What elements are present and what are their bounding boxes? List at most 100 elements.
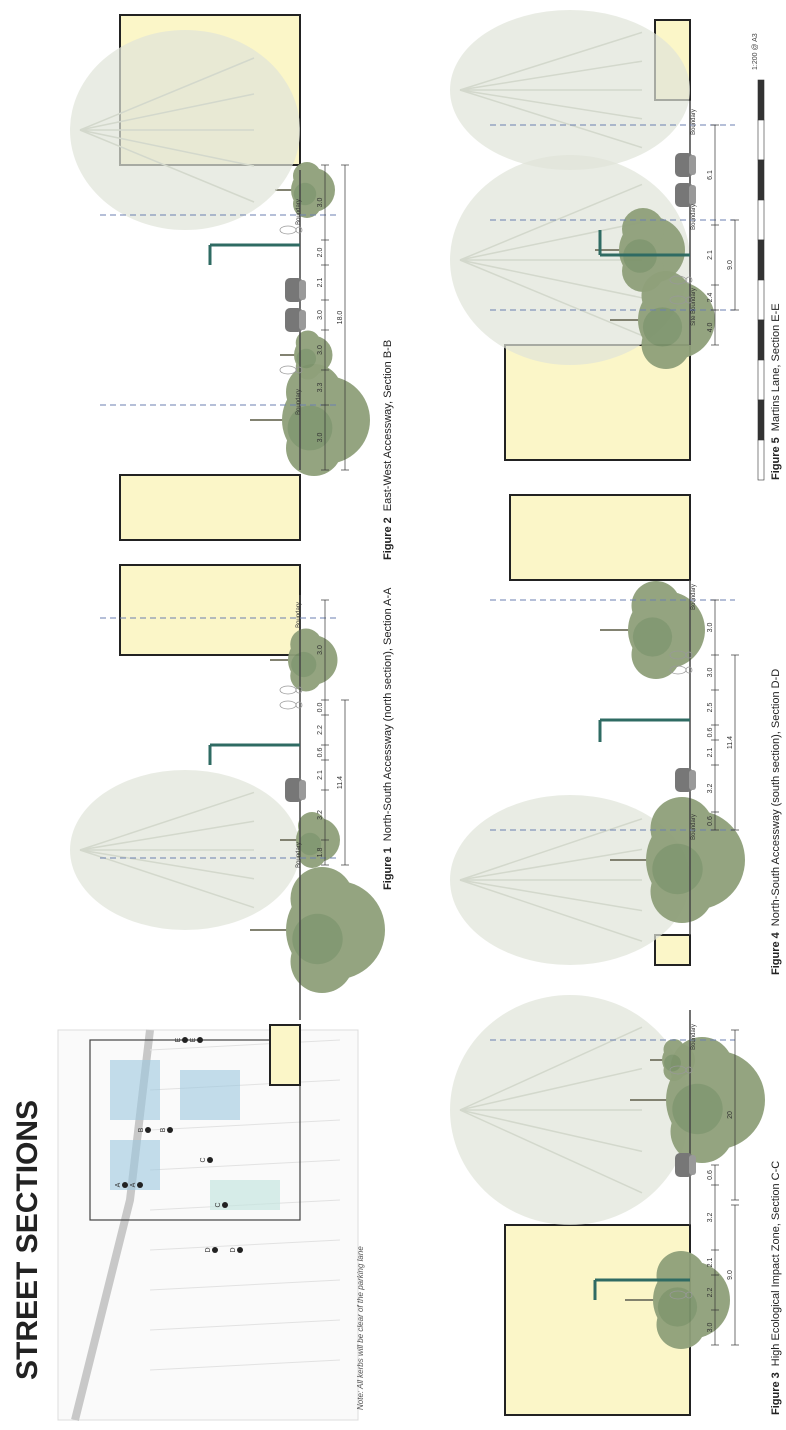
figure-2-tree-2-canopy-shade	[296, 348, 317, 369]
figure-2-dims-label-1: 3.3	[317, 383, 324, 393]
scale-bar-segment-9	[757, 439, 765, 481]
figure-1-caption: Figure 1North-South Accessway (north sec…	[382, 587, 394, 890]
key-plan	[57, 1029, 359, 1421]
figure-5-car-1-body	[675, 183, 693, 207]
figure-3-dims	[711, 1164, 719, 1346]
figure-1-building-left	[269, 1024, 301, 1086]
figure-4-dims-label-1: 3.2	[707, 784, 714, 794]
figure-4-total-label-0: 11.4	[727, 736, 734, 749]
kerb-note: Note: All kerbs will be clear of the par…	[356, 1246, 365, 1410]
figure-1-dims-label-5: 0.0	[317, 703, 324, 713]
figure-2-total-label-0: 18.0	[337, 311, 344, 325]
figure-1-tree-1	[250, 867, 385, 993]
figure-4-dims	[711, 599, 719, 831]
figure-4	[450, 494, 745, 966]
figure-3-dims-label-4: 0.6	[707, 1170, 714, 1180]
figure-1-total-label-0: 11.4	[337, 776, 344, 789]
figure-5-ghost-tree-2-branch-3	[459, 89, 643, 120]
figure-4-total	[731, 654, 739, 831]
figure-1-person-2	[279, 685, 303, 695]
figure-3-person-2	[669, 1290, 693, 1300]
figure-1-person-2-head	[295, 686, 303, 694]
key-plan-label-7: D	[230, 1247, 237, 1252]
figure-1	[70, 564, 385, 1086]
figure-2-title: East-West Accessway, Section B-B	[382, 339, 394, 512]
figure-3-tree-2-canopy-shade	[664, 1054, 681, 1072]
figure-5-ghost-tree-2	[450, 10, 690, 170]
figure-4-dims-label-2: 2.1	[707, 748, 714, 758]
key-plan-marker-6	[212, 1247, 218, 1253]
figure-4-ghost-tree-branch-4	[459, 879, 643, 942]
figure-3-dims-label-0: 3.0	[707, 1323, 714, 1333]
figure-1-tree-3-canopy-shade	[291, 651, 317, 678]
figure-3-title: High Ecological Impact Zone, Section C-C	[770, 1160, 782, 1367]
figure-2-ghost-tree	[70, 30, 300, 230]
key-plan-parcel-line-0	[149, 1039, 341, 1051]
figure-1-tree-2	[280, 812, 340, 868]
figure-5-car-1	[675, 183, 696, 207]
figure-5-tree-1-canopy-shade	[642, 307, 683, 347]
figure-5-car-2-roof	[689, 155, 696, 175]
figure-2-tree-2	[280, 330, 333, 380]
figure-5-person-2-head	[685, 276, 693, 284]
figure-5-ghost-tree-2-branch-1	[459, 60, 643, 91]
figure-3-total-right-label-0: 20	[727, 1111, 734, 1119]
scale-bar-segment-6	[757, 319, 765, 361]
figure-2-car-2-body	[285, 278, 303, 302]
figure-5-total-label-0: 9.0	[727, 260, 734, 270]
figure-4-building-left	[654, 934, 691, 966]
figure-4-car-roof	[689, 770, 696, 790]
figure-4-dims-label-0: 0.6	[707, 816, 714, 826]
scale-bar-segment-4	[757, 239, 765, 281]
figure-1-tree-1-canopy-shade	[292, 913, 343, 965]
figure-1-person-1-body	[279, 700, 297, 710]
key-plan-parcel-line-8	[149, 1359, 341, 1371]
figure-1-title: North-South Accessway (north section), S…	[382, 587, 394, 842]
figure-2-ghost-tree-branch-0	[79, 57, 255, 131]
key-plan-marker-8	[182, 1037, 188, 1043]
key-plan-parcel-line-5	[149, 1239, 341, 1251]
key-plan-parcel-line-2	[149, 1119, 341, 1131]
figure-3-ghost-tree	[450, 995, 690, 1225]
figure-4-tree-1	[610, 797, 745, 923]
figure-1-ghost-tree-branch-3	[79, 849, 255, 880]
figure-5-person-1	[669, 295, 693, 305]
scale-label: 1:200 @ A3	[752, 33, 759, 70]
figure-5-person-1-head	[685, 296, 693, 304]
figure-5-ghost-tree-1-branch-4	[459, 259, 643, 337]
figure-3-car	[675, 1153, 696, 1177]
figure-4-dims-label-3: 0.6	[707, 728, 714, 738]
key-plan-label-6: D	[205, 1247, 212, 1252]
figure-4-tree-1-canopy-lobe-1	[650, 797, 714, 860]
figure-2-car-1-body	[285, 308, 303, 332]
figure-3-ghost-tree-branch-4	[459, 1109, 643, 1194]
figure-2-tree-1-canopy-shade	[287, 405, 333, 451]
figure-2-person-1-head	[295, 366, 303, 374]
figure-2-dims-label-5: 2.0	[317, 248, 324, 258]
figure-3-tree-2-canopy-lobe-1	[663, 1039, 685, 1060]
figure-5-ghost-tree-2-branch-0	[459, 31, 643, 91]
figure-1-boundary-1-label: Boundary	[296, 842, 302, 868]
figure-2-ghost-tree-branch-1	[79, 93, 255, 131]
figure-1-dims-label-1: 3.2	[317, 810, 324, 820]
figure-1-building-right	[119, 564, 301, 656]
figure-3	[450, 995, 765, 1416]
key-plan-label-8: E	[175, 1037, 182, 1042]
figure-4-ghost-tree-branch-3	[459, 879, 643, 912]
figure-1-tree-2-canopy-shade	[298, 832, 322, 856]
figure-1-dims-label-0: 1.8	[317, 848, 324, 858]
figure-3-caption: Figure 3High Ecological Impact Zone, Sec…	[770, 1161, 782, 1415]
key-plan-parcel-line-6	[149, 1279, 341, 1291]
scale-bar	[757, 79, 765, 481]
figure-3-person-2-head	[685, 1291, 693, 1299]
figure-2-building-left	[119, 474, 301, 541]
figure-5-boundary-1-label: Site Boundary	[691, 288, 697, 326]
figure-2-boundary-2-label: Boundary	[296, 199, 302, 225]
key-plan-parcel-line-7	[149, 1319, 341, 1331]
figure-5-car-2-body	[675, 153, 693, 177]
figure-5-tree-2-canopy-lobe-1	[622, 208, 664, 250]
figure-3-car-roof	[689, 1155, 696, 1175]
figure-4-building-right	[509, 494, 691, 581]
key-plan-label-1: A	[130, 1182, 137, 1187]
figure-4-dims-label-4: 2.5	[707, 703, 714, 713]
